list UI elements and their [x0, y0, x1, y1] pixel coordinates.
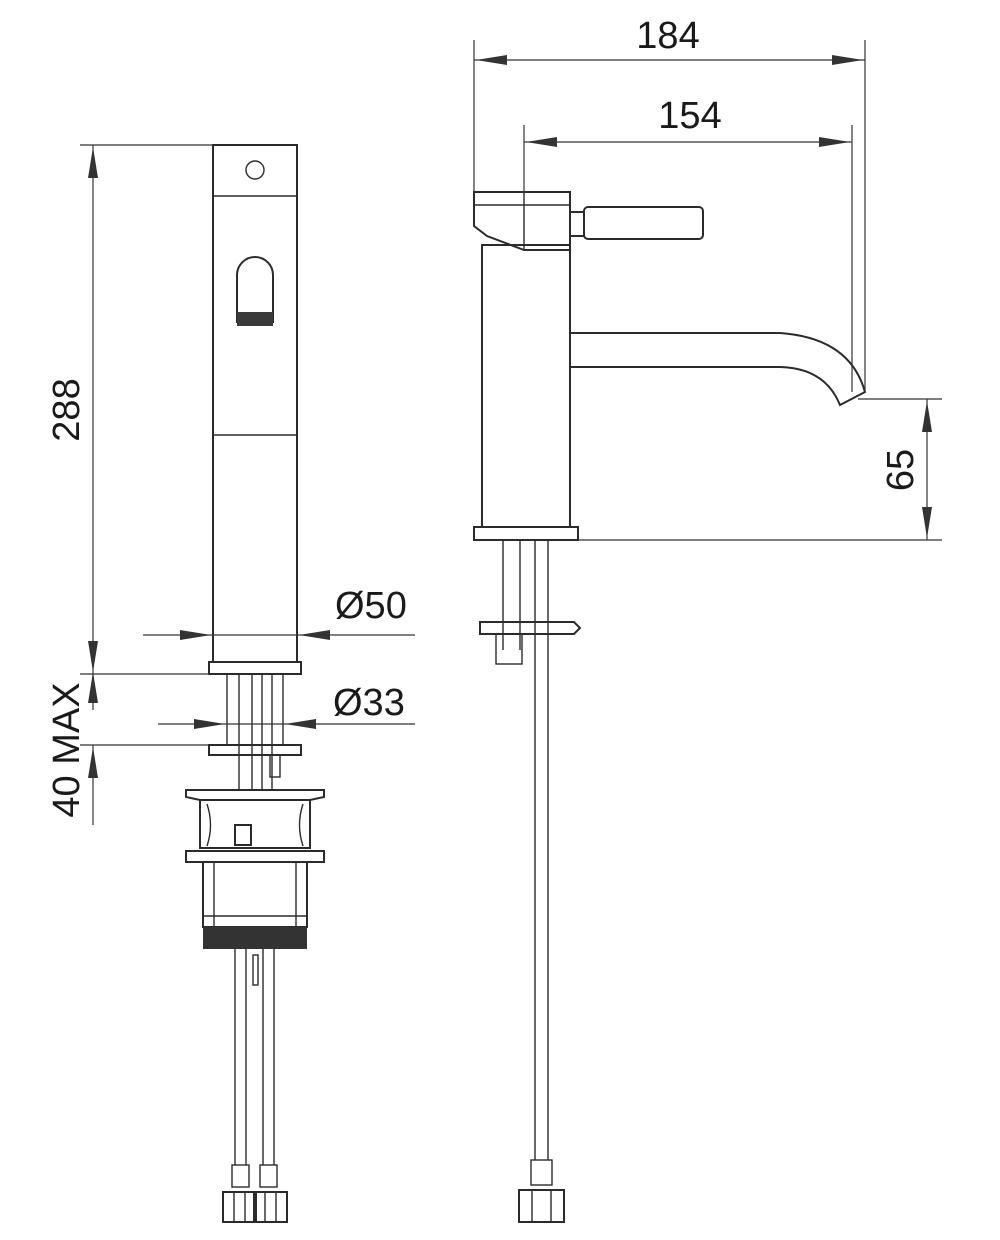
side-fixing-plate	[479, 621, 582, 635]
lever-housing	[473, 191, 571, 251]
front-top-hole	[245, 160, 265, 180]
front-base-flange	[208, 661, 302, 675]
dimension-65: 65	[578, 398, 942, 541]
spout-height-65-label: 65	[880, 449, 922, 491]
front-view	[185, 144, 325, 1223]
front-body	[212, 144, 298, 663]
front-aerator-mesh	[237, 312, 273, 326]
diameter-33-label: Ø33	[333, 682, 405, 724]
side-base-flange	[473, 526, 579, 541]
diameter-50-label: Ø50	[335, 585, 407, 627]
dimension-288: 288	[46, 144, 213, 675]
waste-thread	[203, 927, 307, 949]
front-hoses	[222, 949, 288, 1223]
dimension-154: 154	[523, 95, 853, 392]
deck-40-max-label: 40 MAX	[46, 682, 88, 817]
spout	[570, 332, 867, 407]
reach-154-label: 154	[658, 95, 721, 137]
height-288-label: 288	[46, 378, 88, 441]
side-hose-fitting	[518, 1159, 565, 1223]
side-view	[473, 191, 867, 1223]
width-184-label: 184	[636, 15, 699, 57]
side-body	[481, 244, 571, 528]
dimension-dia33: Ø33	[158, 682, 415, 729]
dimension-184: 184	[473, 15, 866, 390]
pop-up-waste	[185, 789, 325, 949]
dimension-dia50: Ø50	[143, 585, 415, 640]
front-fixing-plate	[208, 744, 302, 756]
lever-handle	[569, 206, 704, 240]
front-aerator	[236, 256, 274, 323]
dimension-40-max: 40 MAX	[46, 672, 209, 825]
